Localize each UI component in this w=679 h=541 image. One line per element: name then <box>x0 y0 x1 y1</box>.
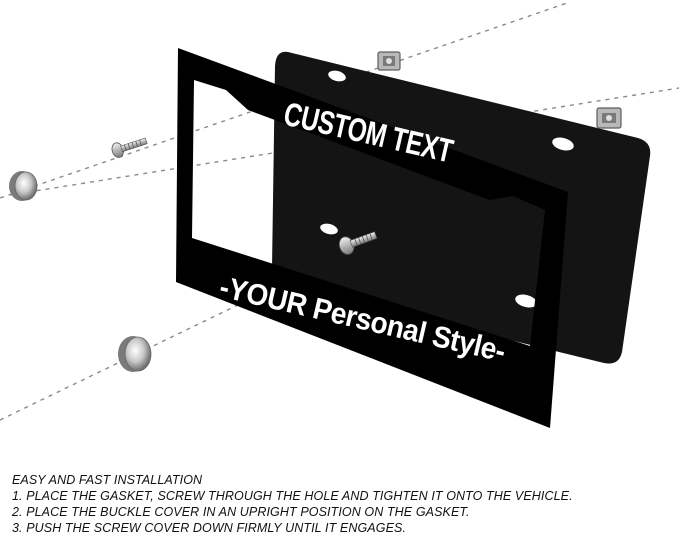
exploded-installation-diagram: CUSTOM TEXT -YOUR Personal Style- <box>0 1 679 428</box>
instruction-step-1: 1. PLACE THE GASKET, SCREW THROUGH THE H… <box>12 489 573 503</box>
screw-top <box>111 137 148 158</box>
guide-line-top <box>0 1 571 199</box>
gasket-nut-1 <box>377 51 401 71</box>
installation-instructions: EASY AND FAST INSTALLATION 1. PLACE THE … <box>12 472 672 536</box>
screw-middle <box>338 231 378 255</box>
instruction-step-2: 2. PLACE THE BUCKLE COVER IN AN UPRIGHT … <box>12 505 470 519</box>
gasket-nut-2 <box>596 107 622 129</box>
plate-hole-bottom-right <box>515 294 537 308</box>
plate-hole-top-right <box>552 137 574 151</box>
instructions-heading: EASY AND FAST INSTALLATION <box>12 473 203 487</box>
instruction-step-3: 3. PUSH THE SCREW COVER DOWN FIRMLY UNTI… <box>12 521 407 535</box>
frame-body <box>176 48 568 428</box>
plate-hole-bottom-left <box>320 223 338 235</box>
screw-cap-top <box>9 171 38 201</box>
screw-cap-bottom <box>118 336 152 372</box>
plate-hole-top-left <box>328 70 346 82</box>
